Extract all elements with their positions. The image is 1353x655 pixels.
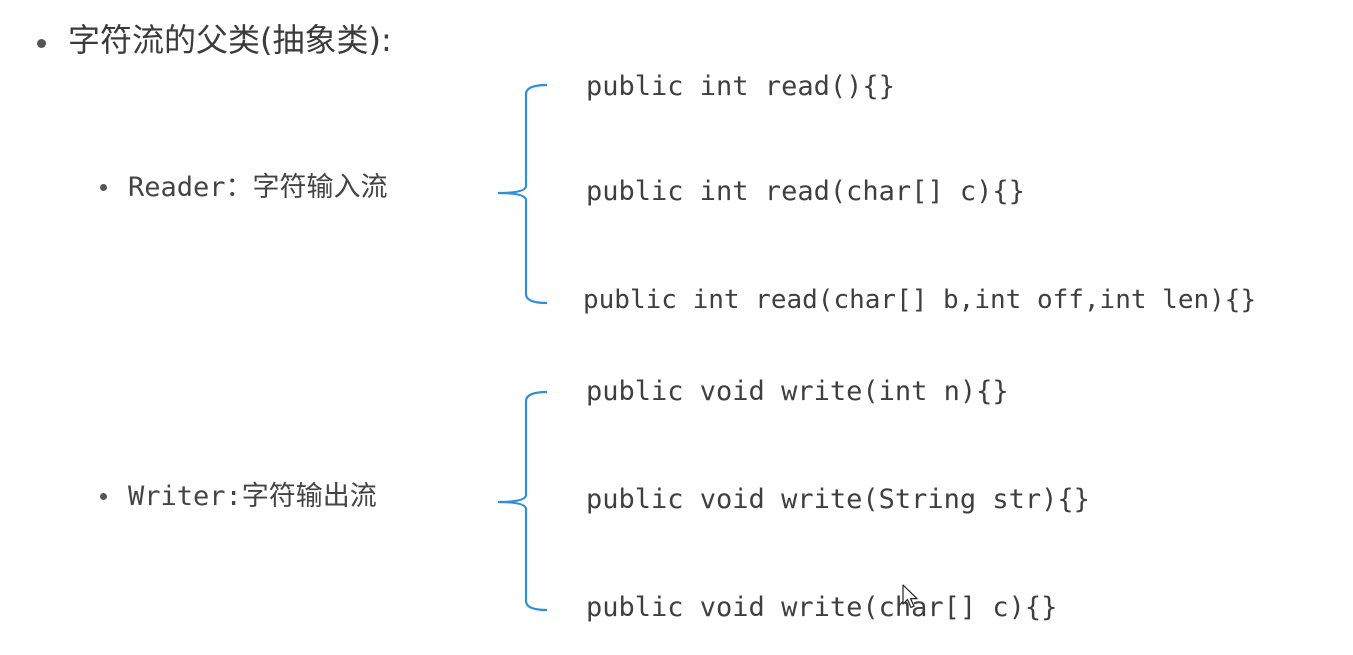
reader-method: public int read(char[] b,int off,int len… — [583, 285, 1257, 315]
reader-label: Reader：字符输入流 — [128, 172, 388, 203]
bullet-icon — [100, 493, 107, 500]
reader-brace — [497, 83, 548, 305]
bullet-icon — [37, 39, 46, 48]
writer-brace — [497, 390, 548, 612]
mouse-pointer-icon — [902, 584, 918, 609]
reader-method: public int read(char[] c){} — [586, 176, 1025, 207]
writer-method: public void write(char[] c){} — [586, 592, 1058, 623]
bullet-icon — [100, 184, 107, 191]
writer-method: public void write(String str){} — [586, 484, 1090, 515]
writer-label: Writer:字符输出流 — [128, 481, 377, 512]
writer-method: public void write(int n){} — [586, 376, 1009, 407]
page-title: 字符流的父类(抽象类): — [68, 21, 392, 59]
reader-method: public int read(){} — [586, 71, 895, 102]
